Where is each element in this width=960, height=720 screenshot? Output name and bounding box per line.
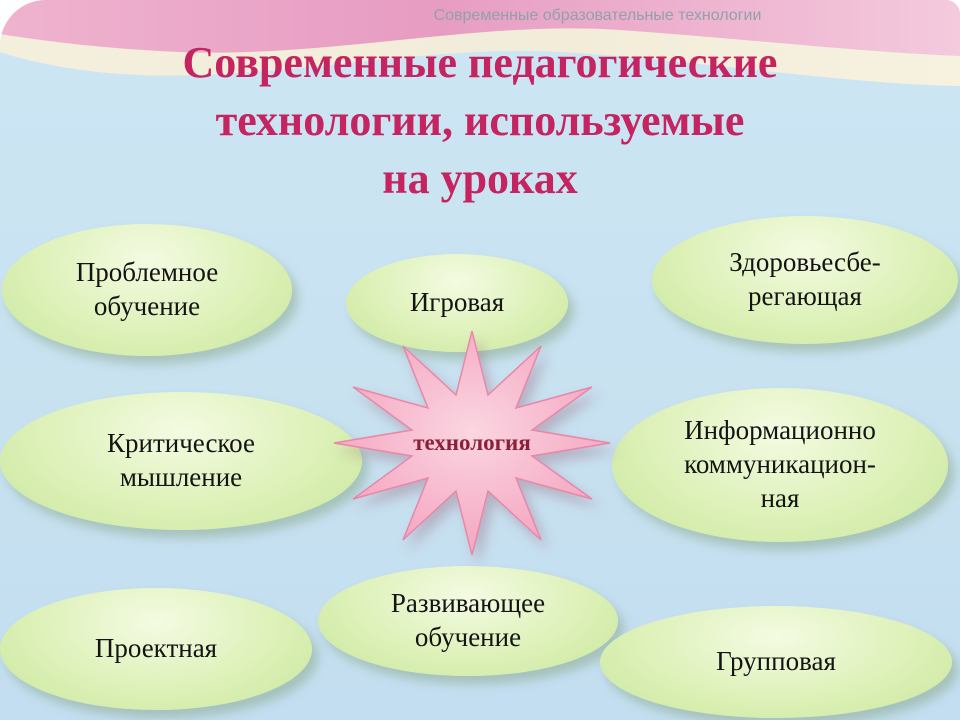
ellipse-critical-thinking: Критическое мышление <box>0 392 362 530</box>
center-starburst: технология <box>332 330 612 556</box>
ellipse-project: Проектная <box>0 588 312 710</box>
slide-title: Современные педагогические технологии, и… <box>182 38 778 204</box>
ellipse-health-saving-label: Здоровьесбе- регающая <box>729 247 881 311</box>
ellipse-developmental-learning-label: Развивающее обучение <box>390 588 546 652</box>
ellipse-group: Групповая <box>600 606 952 718</box>
ellipse-ict-label: Информационно коммуникацион- ная <box>684 415 876 513</box>
ellipse-ict: Информационно коммуникацион- ная <box>612 388 948 542</box>
watermark-text: Современные образовательные технологии <box>433 7 762 24</box>
ellipse-problem-learning-label: Проблемное обучение <box>75 257 219 321</box>
ellipse-game-technology-label: Игровая <box>409 287 505 318</box>
ellipse-game-technology: Игровая <box>346 254 568 352</box>
ellipse-critical-thinking-label: Критическое мышление <box>107 428 255 492</box>
starburst-shape <box>333 330 611 556</box>
starburst-label: технология <box>413 430 531 455</box>
ellipse-problem-learning: Проблемное обучение <box>2 224 292 356</box>
ellipse-project-label: Проектная <box>94 633 218 664</box>
ellipse-group-label: Групповая <box>716 646 836 677</box>
decorative-wave <box>0 0 960 86</box>
ellipse-developmental-learning: Развивающее обучение <box>318 566 618 676</box>
ellipse-health-saving: Здоровьесбе- регающая <box>652 216 958 344</box>
